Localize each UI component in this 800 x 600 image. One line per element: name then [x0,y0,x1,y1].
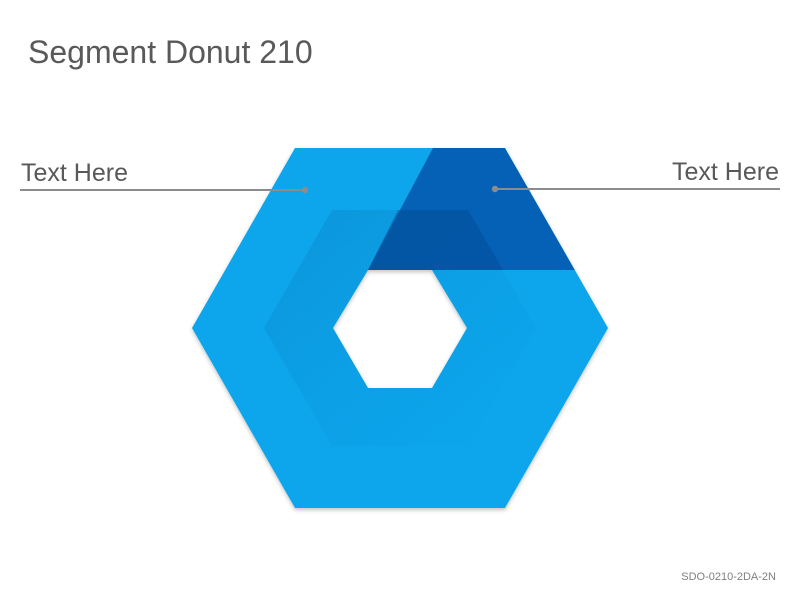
text-label-left: Text Here [21,159,128,187]
slide-code: SDO-0210-2DA-2N [681,571,776,583]
text-label-right: Text Here [672,158,779,186]
leader-line-left [20,186,309,194]
slide-title: Segment Donut 210 [28,34,313,70]
highlight-inner-shade [368,210,503,270]
donut-highlight-segment [368,148,575,270]
leader-line-right [491,185,780,193]
donut-main-segment [192,148,608,508]
